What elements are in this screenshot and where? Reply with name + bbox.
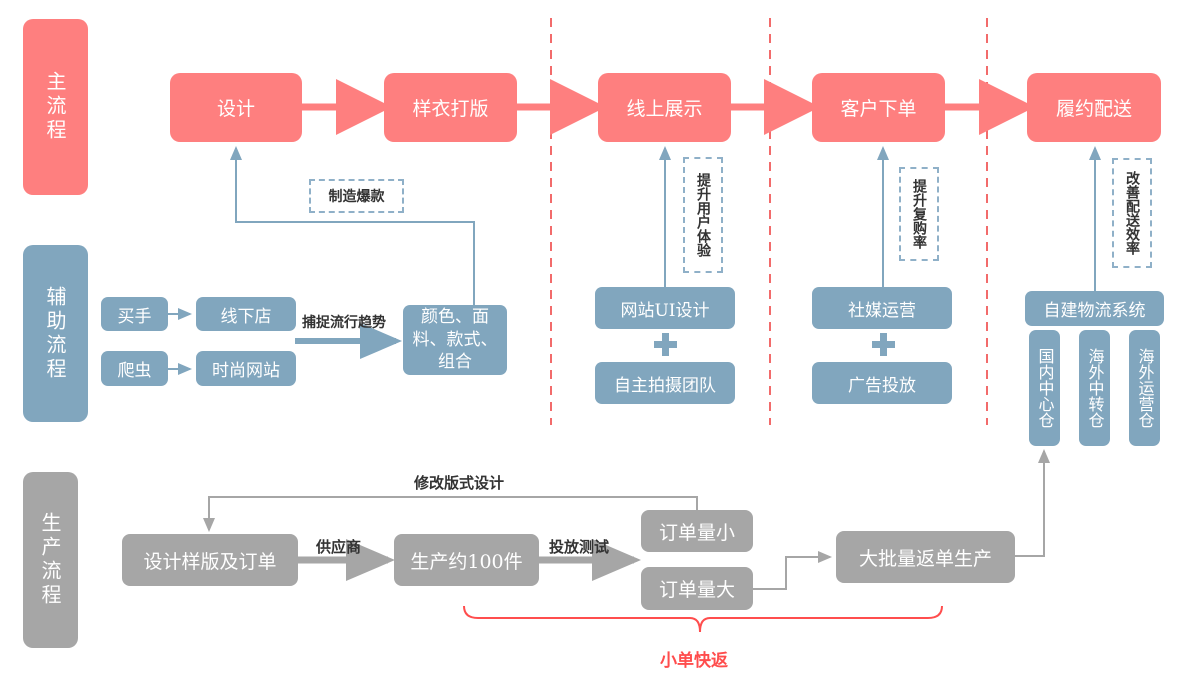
channel-fashion-site: 时尚网站 — [196, 351, 296, 386]
test-label: 投放测试 — [549, 538, 610, 556]
website-ui-design: 网站UI设计 — [595, 287, 735, 329]
ad-placement: 广告投放 — [812, 362, 952, 404]
trend-result: 颜色、面料、款式、组合 — [403, 305, 507, 375]
lane-production: 生产流程 — [23, 472, 78, 648]
main-step-sample: 样衣打版 — [384, 73, 517, 142]
plus-icon — [654, 333, 677, 356]
source-buyer: 买手 — [101, 297, 168, 331]
warehouse-domestic: 国内中心仓 — [1029, 330, 1060, 446]
social-media-ops: 社媒运营 — [812, 287, 952, 329]
small-batch-bracket — [463, 605, 943, 633]
hit-note: 制造爆款 — [309, 179, 404, 213]
source-crawler: 爬虫 — [101, 351, 168, 386]
plus-icon — [872, 333, 895, 356]
produce-100: 生产约100件 — [394, 534, 539, 586]
ux-note: 提升用户体验 — [683, 157, 723, 273]
warehouse-overseas-ops: 海外运营仓 — [1129, 330, 1160, 446]
mass-reorder-production: 大批量返单生产 — [836, 531, 1015, 583]
logistics-system: 自建物流系统 — [1025, 291, 1164, 326]
revise-feedback-arrow — [203, 496, 698, 532]
revise-label: 修改版式设计 — [414, 474, 505, 492]
channel-offline-store: 线下店 — [196, 297, 296, 331]
warehouse-overseas-transit: 海外中转仓 — [1079, 330, 1110, 446]
main-step-order: 客户下单 — [812, 73, 945, 142]
small-batch-label: 小单快返 — [660, 651, 728, 671]
hit-feedback-arrow — [230, 146, 475, 305]
main-step-online: 线上展示 — [598, 73, 731, 142]
outcome-large-order: 订单量大 — [641, 567, 753, 610]
supplier-label: 供应商 — [316, 538, 362, 556]
main-step-design: 设计 — [170, 73, 302, 142]
delivery-note: 改善配送效率 — [1112, 158, 1152, 268]
photo-team: 自主拍摄团队 — [595, 362, 735, 404]
design-sample-order: 设计样版及订单 — [122, 534, 298, 586]
outcome-small-order: 订单量小 — [641, 510, 753, 552]
trend-label: 捕捉流行趋势 — [302, 315, 386, 331]
repurchase-note: 提升复购率 — [899, 167, 939, 261]
lane-main: 主流程 — [23, 19, 88, 195]
lane-auxiliary: 辅助流程 — [23, 245, 88, 422]
scale-arrow — [753, 551, 832, 590]
main-step-delivery: 履约配送 — [1027, 73, 1161, 142]
warehouse-arrow — [1015, 449, 1050, 557]
